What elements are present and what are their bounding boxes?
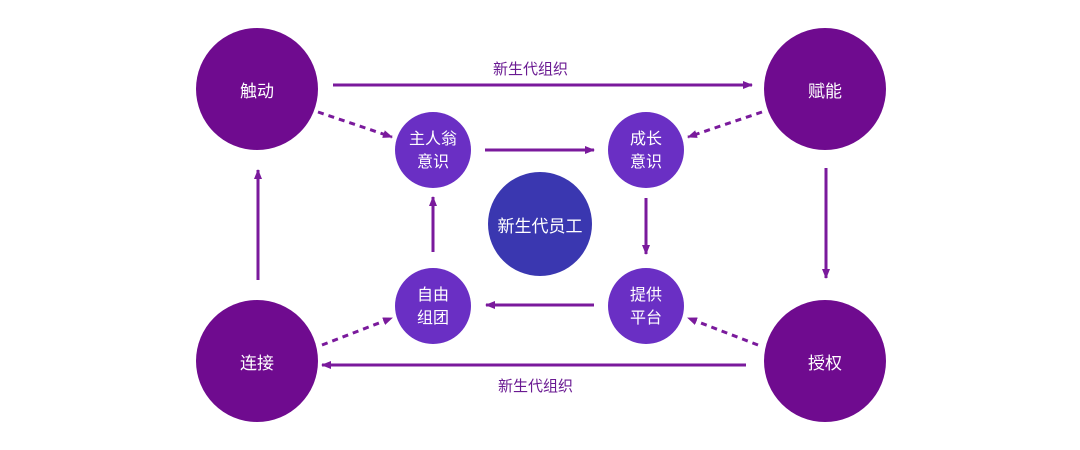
bottom-edge-label: 新生代组织	[498, 377, 574, 395]
node-connect: 连接	[196, 300, 318, 422]
node-empower-label: 赋能	[808, 81, 842, 102]
node-growth-line1: 成长	[629, 129, 662, 148]
dashed-arrow-authorize-to-platform	[687, 316, 759, 347]
node-touch-label: 触动	[240, 81, 274, 102]
node-free-line1: 自由	[416, 285, 449, 304]
node-owner-line2: 意识	[416, 152, 449, 171]
node-center-label: 新生代员工	[497, 216, 583, 237]
node-provide-platform: 提供 平台	[608, 268, 684, 344]
node-empower: 赋能	[764, 28, 886, 150]
node-free-line2: 组团	[416, 308, 449, 327]
dashed-arrow-connect-to-free	[321, 316, 393, 347]
dashed-arrow-empower-to-growth	[687, 110, 763, 139]
top-edge-label: 新生代组织	[493, 60, 569, 78]
node-center-employee: 新生代员工	[488, 172, 592, 276]
node-touch: 触动	[196, 28, 318, 150]
node-free-team: 自由 组团	[395, 268, 471, 344]
node-owner-line1: 主人翁	[408, 129, 457, 148]
dashed-arrow-touch-to-owner	[317, 110, 393, 139]
node-authorize-label: 授权	[808, 353, 842, 374]
node-authorize: 授权	[764, 300, 886, 422]
node-growth-line2: 意识	[629, 152, 662, 171]
node-platform-line1: 提供	[629, 285, 662, 304]
node-growth-awareness: 成长 意识	[608, 112, 684, 188]
node-platform-line2: 平台	[629, 308, 662, 327]
node-connect-label: 连接	[240, 353, 274, 374]
node-owner-awareness: 主人翁 意识	[395, 112, 471, 188]
